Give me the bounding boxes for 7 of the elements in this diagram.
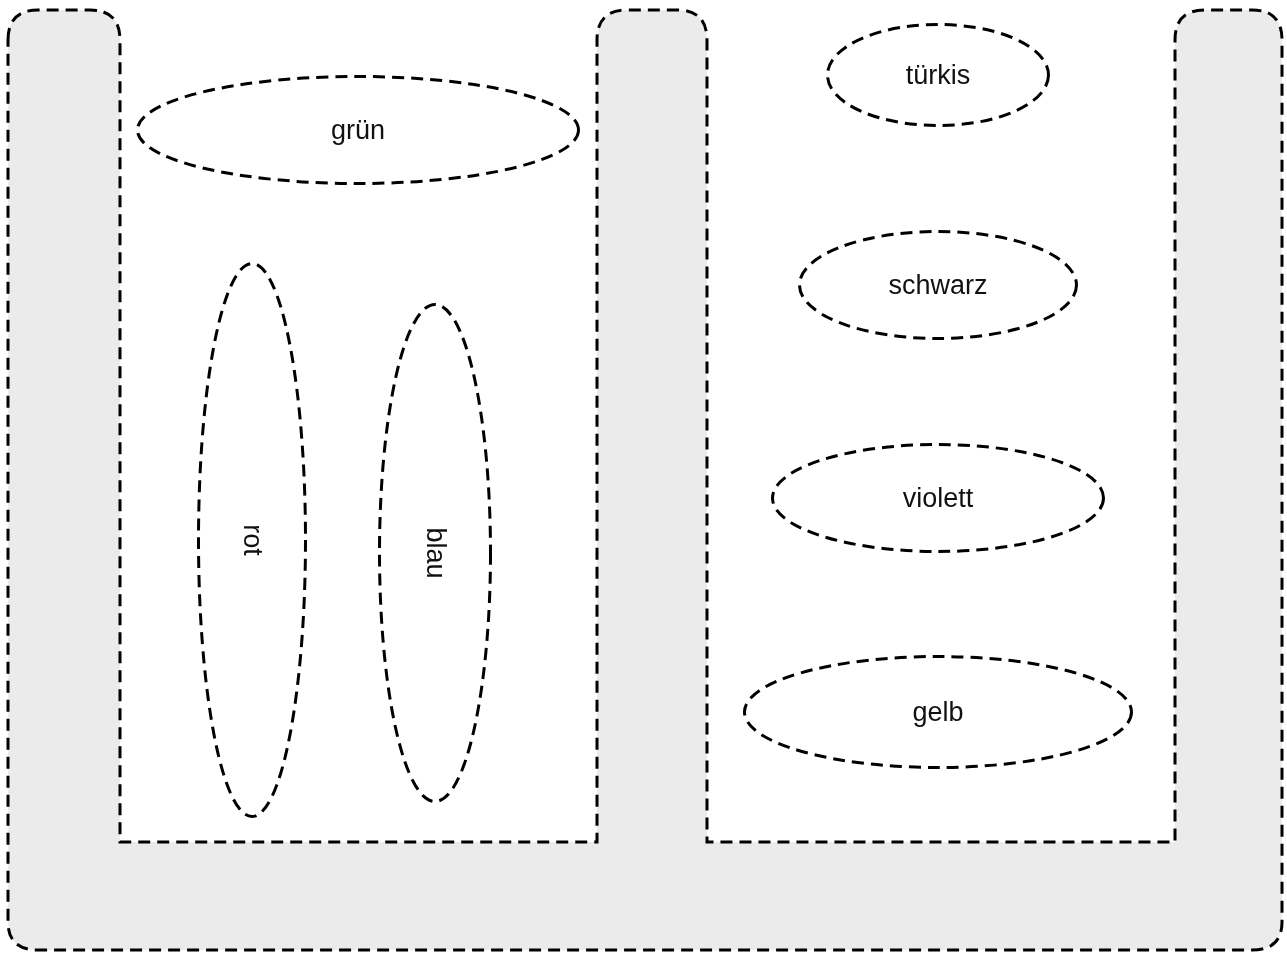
ellipse-label: violett bbox=[902, 482, 974, 514]
ellipse-label: blau bbox=[419, 527, 451, 579]
ellipse-label: rot bbox=[236, 524, 268, 556]
ellipse-label: schwarz bbox=[888, 269, 988, 301]
ellipse-label: grün bbox=[331, 114, 385, 146]
ellipse-label: gelb bbox=[912, 696, 964, 728]
ellipse-label: türkis bbox=[905, 59, 971, 91]
